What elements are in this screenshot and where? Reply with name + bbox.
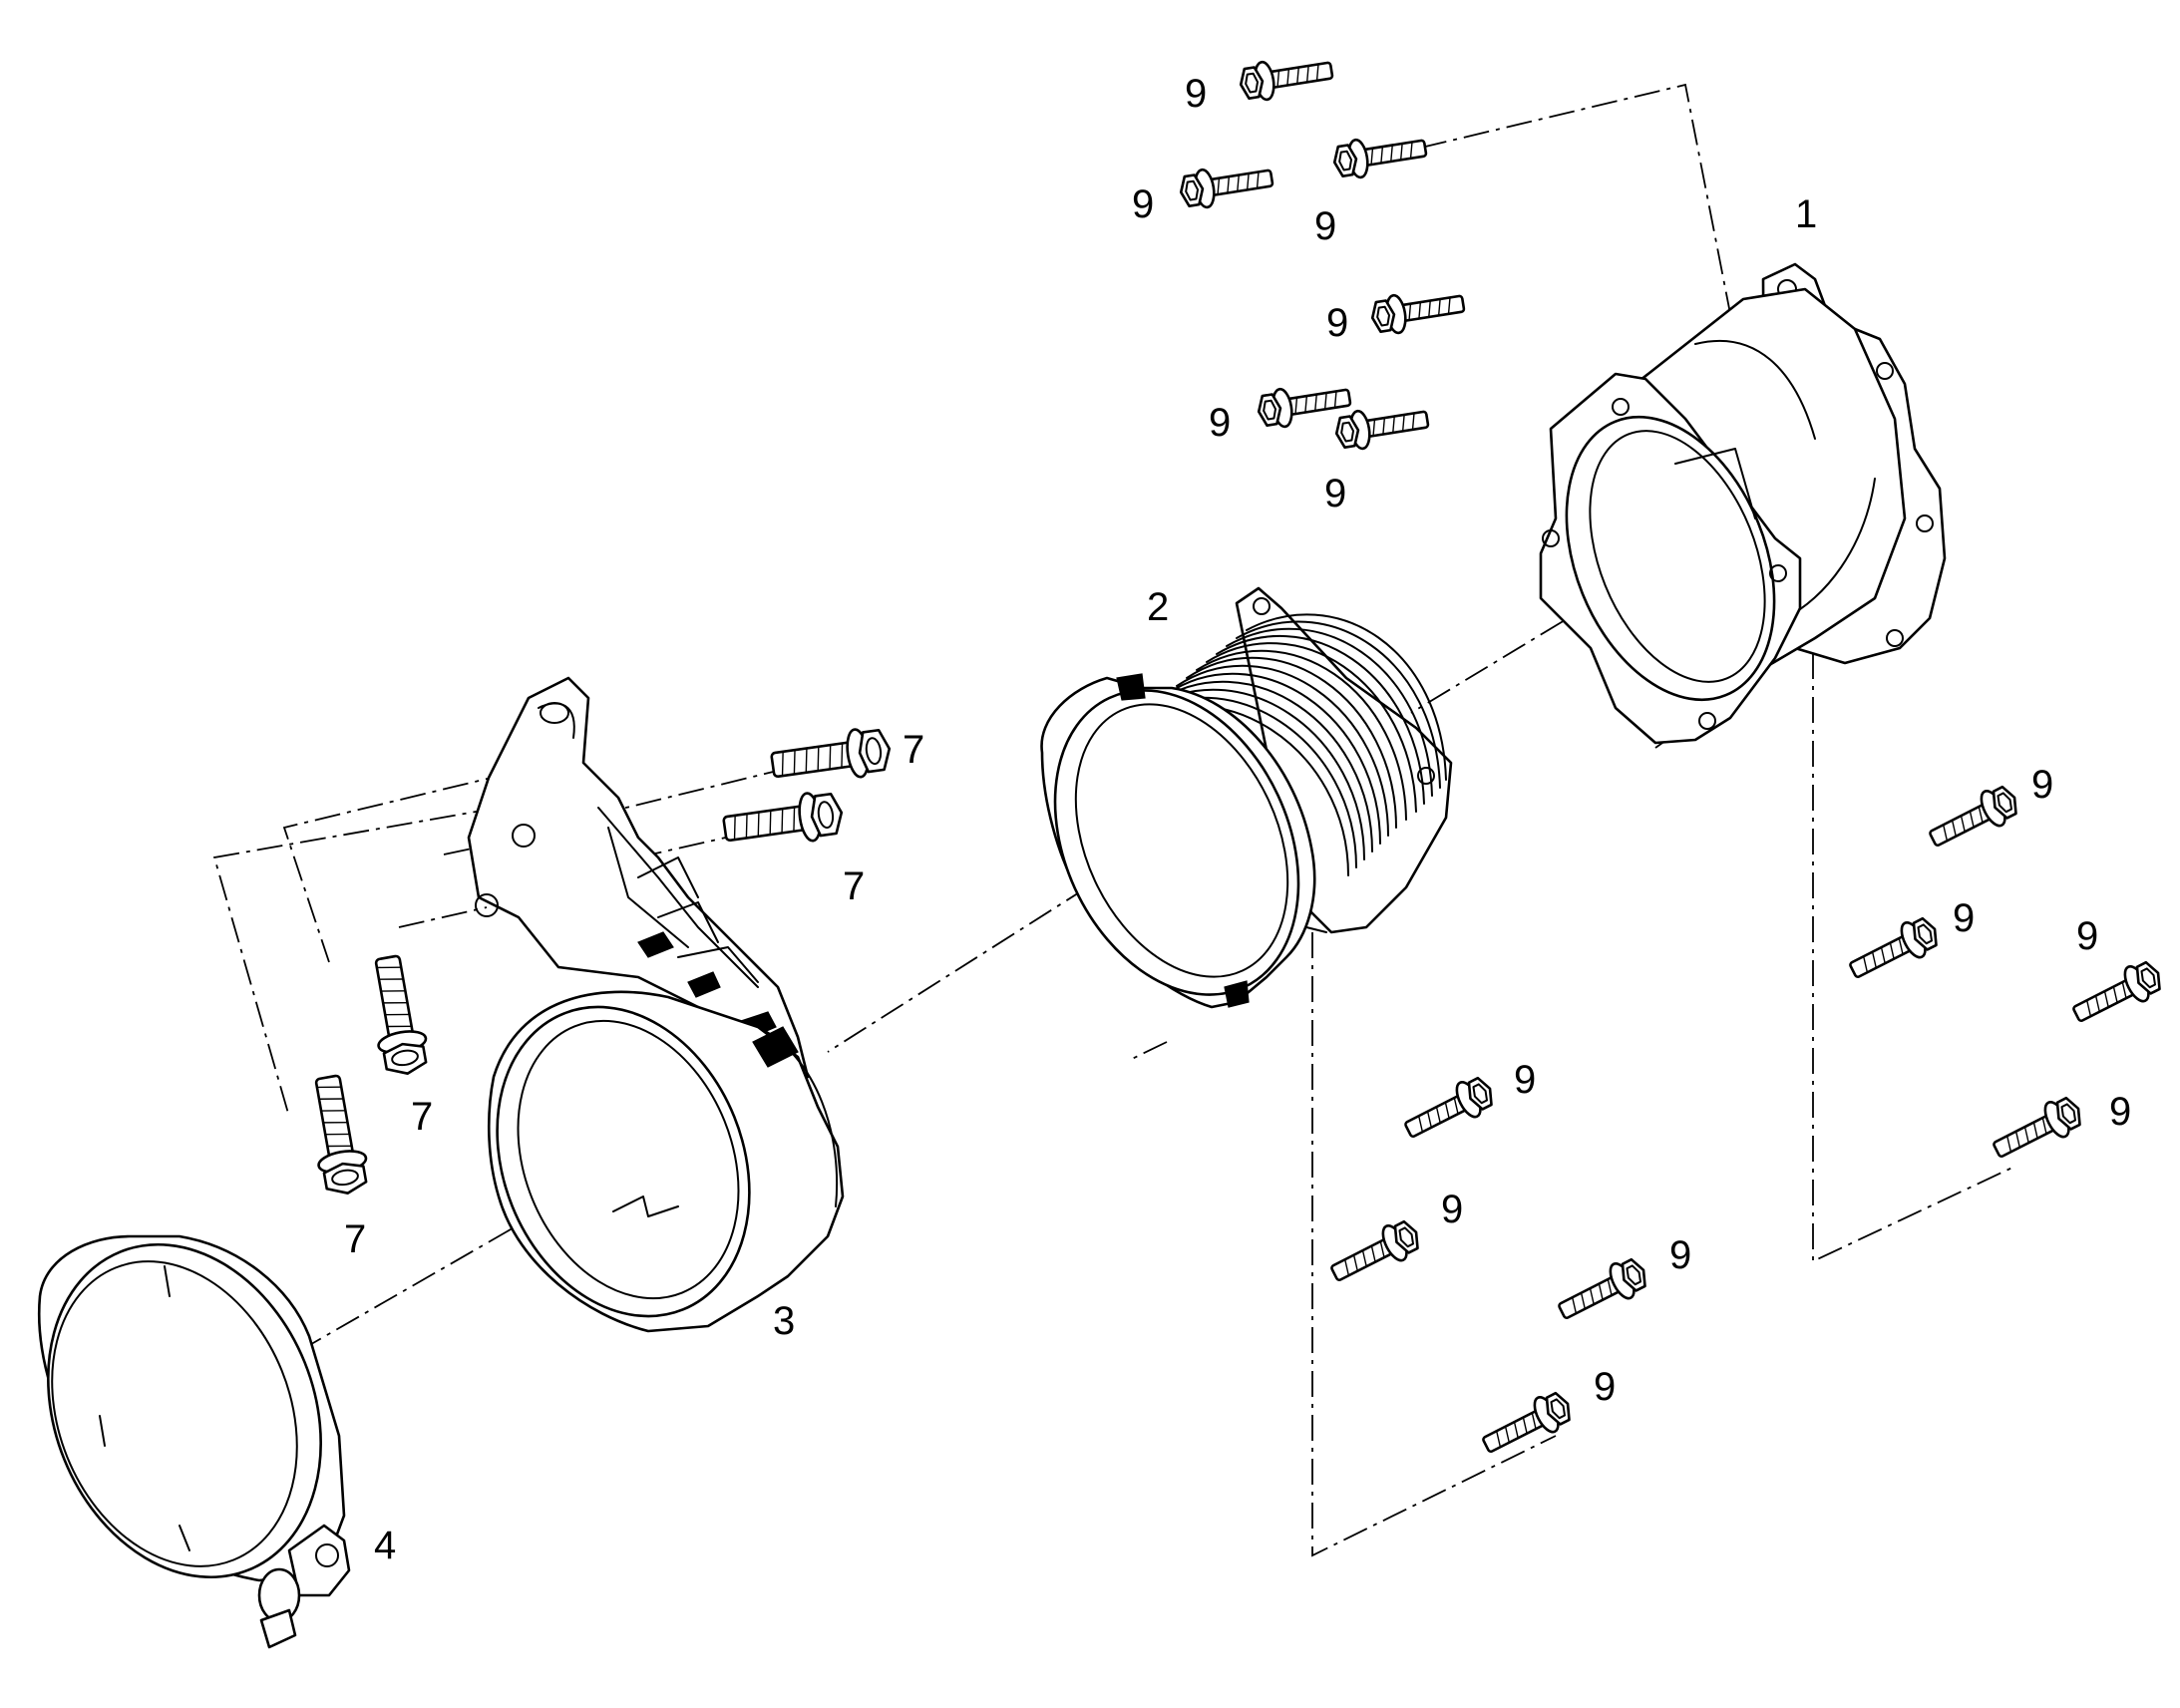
bolt-9-f: [1331, 399, 1432, 454]
callout-9-k: 9: [1514, 1058, 1536, 1102]
callout-2: 2: [1147, 585, 1169, 629]
center-axis-bracket-clamp: [298, 1141, 664, 1352]
callout-9-e: 9: [1209, 401, 1231, 445]
bolt-9-g: [1923, 779, 2024, 857]
callout-9-i: 9: [2076, 914, 2098, 958]
callouts: 1 2 3 4 7 7 7 7 9 9 9 9 9 9 9 9 9 9 9 9 …: [344, 72, 2131, 1567]
leader-bellows-lower: [1131, 1041, 1168, 1060]
bolt-9-i: [2066, 954, 2168, 1033]
bolt-9-l: [1324, 1213, 1426, 1292]
bolt-7-d: [302, 1071, 373, 1199]
callout-3: 3: [773, 1299, 795, 1343]
callout-7-c: 7: [411, 1095, 433, 1139]
leader-bracket-hole-b: [398, 906, 488, 928]
bolt-7-b: [720, 787, 847, 854]
callout-9-l: 9: [1441, 1188, 1463, 1231]
callout-9-m: 9: [1669, 1233, 1691, 1277]
leader-bracket-bolt-b: [212, 807, 500, 1118]
outlet-housing: [1539, 262, 1947, 745]
callout-7-d: 7: [344, 1217, 366, 1261]
bolt-9-a: [1236, 50, 1336, 105]
leader-bellows-bottom-bolts: [1311, 932, 1557, 1557]
callout-9-j: 9: [2109, 1090, 2131, 1134]
callout-1: 1: [1795, 192, 1817, 236]
callout-9-f: 9: [1324, 472, 1346, 515]
callout-7-a: 7: [903, 728, 924, 772]
leader-bracket-bolt-a: [282, 762, 554, 963]
leader-housing-right-bolts: [1812, 653, 2015, 1263]
bolt-9-d: [1367, 283, 1468, 338]
callout-9-h: 9: [1953, 896, 1975, 940]
callout-9-g: 9: [2031, 763, 2053, 807]
bolt-9-b: [1329, 128, 1430, 182]
bellows-joint: [1040, 586, 1453, 1009]
bolt-9-h: [1843, 910, 1945, 989]
leader-bracket-bolt-c: [592, 765, 799, 817]
bolt-9-n: [1476, 1385, 1578, 1464]
bolt-7-c: [362, 951, 433, 1080]
callout-9-n: 9: [1594, 1365, 1616, 1409]
bolt-9-k: [1398, 1070, 1500, 1149]
v-band-clamp: [38, 1234, 351, 1649]
mounting-bracket: [467, 676, 845, 1333]
callout-9-d: 9: [1326, 301, 1348, 345]
bolt-9-c: [1176, 158, 1276, 212]
leader-bracket-bolt-d: [592, 832, 749, 868]
bolt-9-j: [1987, 1090, 2088, 1169]
callout-9-c: 9: [1314, 204, 1336, 248]
callout-9-a: 9: [1185, 72, 1207, 116]
callout-9-b: 9: [1132, 182, 1154, 226]
callout-7-b: 7: [843, 864, 865, 908]
bolt-9-m: [1552, 1251, 1653, 1330]
bolt-7-a: [768, 723, 895, 791]
callout-4: 4: [374, 1524, 396, 1567]
